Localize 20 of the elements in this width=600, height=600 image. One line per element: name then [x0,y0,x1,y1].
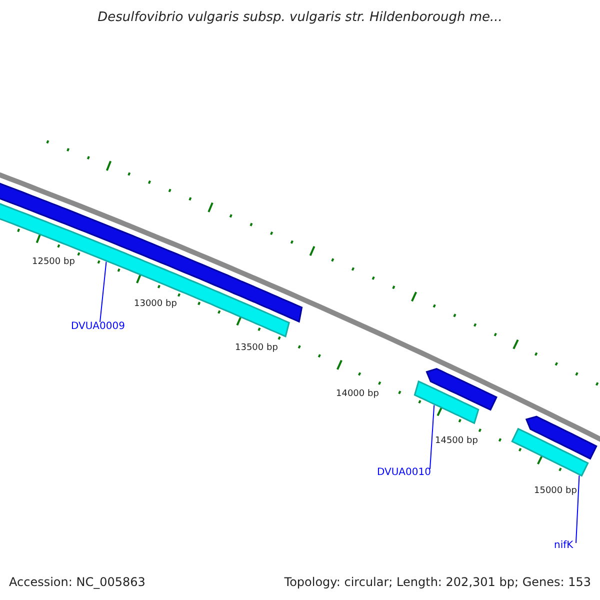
gene-arrow [0,181,303,323]
cds-bar [511,428,589,477]
leader-line [100,261,107,322]
leader-line [430,404,435,470]
scale-label: 12500 bp [32,257,75,267]
gene-label: nifK [554,540,574,551]
scale-label: 14000 bp [336,389,379,399]
scale-label: 14500 bp [435,436,478,446]
gene-label: DVUA0009 [71,321,125,332]
scale-label: 13500 bp [235,343,278,353]
map-title: Desulfovibrio vulgaris subsp. vulgaris str. Hildenborough me... [96,10,504,25]
gene-arrow [525,416,598,460]
accession-text: Accession: NC_005863 [9,575,146,589]
cds-bar [414,380,480,424]
summary-text: Topology: circular; Length: 202,301 bp; Genes: 153 [284,575,591,589]
gene-label: DVUA0010 [377,467,431,478]
leader-line [576,475,580,544]
scale-label: 15000 bp [534,486,577,496]
scale-label: 13000 bp [134,299,177,309]
gene-arrow [426,368,498,411]
